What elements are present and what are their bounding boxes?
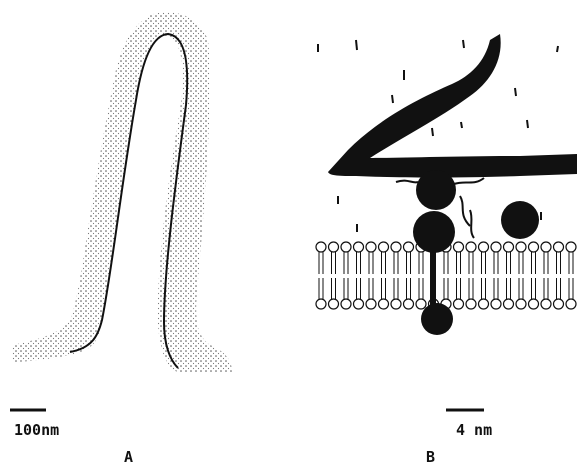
lipid-head [329, 299, 339, 309]
lipid-head [491, 299, 501, 309]
scale-label-a: 100nm [14, 421, 59, 439]
panel-a: 100nm A [10, 12, 232, 465]
lipid-head [416, 299, 426, 309]
lipid-head [504, 299, 514, 309]
lipid-head [316, 299, 326, 309]
lipid-head [516, 242, 526, 252]
lipid-head [354, 242, 364, 252]
lipid-head [529, 242, 539, 252]
lipid-head [554, 242, 564, 252]
lipid-head [466, 299, 476, 309]
lipid-head [479, 242, 489, 252]
lipid-head [541, 242, 551, 252]
lipid-head [354, 299, 364, 309]
lipid-bilayer [316, 242, 576, 309]
globular-protein-top [416, 170, 456, 210]
lipid-head [341, 299, 351, 309]
globular-protein-bottom [421, 303, 453, 335]
lipid-head [516, 299, 526, 309]
lipid-head [554, 299, 564, 309]
lipid-head [391, 299, 401, 309]
lipid-head [504, 242, 514, 252]
lipid-head [379, 299, 389, 309]
lipid-head [466, 242, 476, 252]
lipid-head [329, 242, 339, 252]
lipid-head [566, 299, 576, 309]
lipid-head [379, 242, 389, 252]
lipid-head [316, 242, 326, 252]
lipid-head [404, 242, 414, 252]
lipid-head [541, 299, 551, 309]
lipid-head [566, 242, 576, 252]
lipid-head [391, 242, 401, 252]
globular-protein-middle [413, 211, 455, 253]
lipid-head [366, 299, 376, 309]
globular-protein-side [501, 201, 539, 239]
lipid-head [529, 299, 539, 309]
lipid-head [404, 299, 414, 309]
panel-label-b: B [426, 448, 435, 465]
panel-b: 4 nm B [316, 34, 577, 465]
lipid-head [454, 242, 464, 252]
lipid-head [341, 242, 351, 252]
scale-label-b: 4 nm [456, 421, 492, 439]
panel-label-a: A [124, 448, 133, 465]
lipid-head [491, 242, 501, 252]
lipid-head [454, 299, 464, 309]
lipid-head [479, 299, 489, 309]
lipid-head [366, 242, 376, 252]
extracellular-fiber [328, 34, 577, 178]
